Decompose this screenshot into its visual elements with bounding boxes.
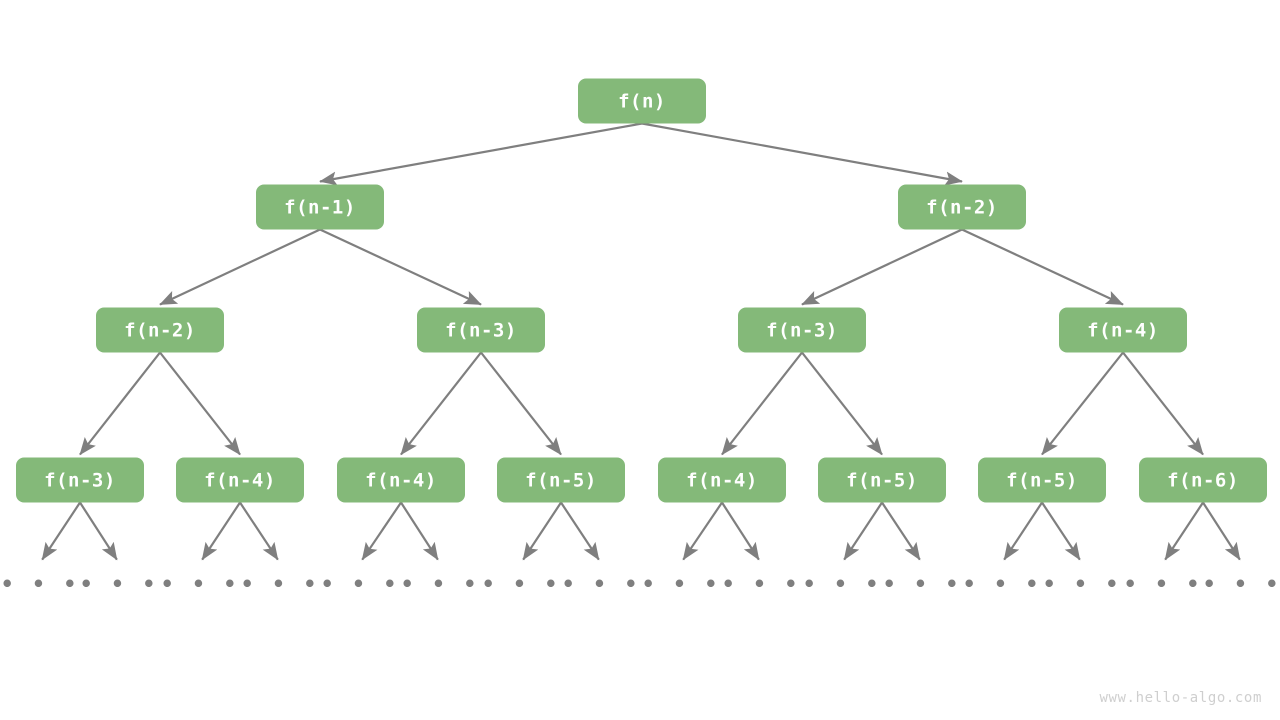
ellipsis-marker: • • • [482,572,560,596]
tree-node-box [176,457,304,503]
ellipsis-marker: • • • [80,572,158,596]
tree-node-label: f(n) [618,91,666,113]
tree-node-box [738,307,866,353]
tree-node[interactable]: f(n-6) [1139,457,1267,503]
edges-layer [79,122,1204,456]
tree-edge-to-ellipsis [682,501,723,561]
tree-edge [480,351,562,456]
tree-edge [721,351,803,456]
tree-node[interactable]: f(n-3) [417,307,545,353]
ellipsis-marker: • • • [241,572,319,596]
tree-edge-to-ellipsis [79,501,118,561]
tree-edge [400,351,482,456]
tree-node-label: f(n-1) [284,197,356,219]
tree-edge-to-ellipsis [239,501,279,561]
ellipsis-marker: • • • [883,572,961,596]
tree-node-label: f(n-5) [846,470,918,492]
tree-node-box [1139,457,1267,503]
tree-node-label: f(n-3) [445,320,517,342]
tree-edge [319,228,482,306]
ellipsis-marker: • • • [722,572,800,596]
tree-edge-to-ellipsis [400,501,439,561]
tree-node-label: f(n-4) [365,470,437,492]
ellipsis-layer: • • •• • •• • •• • •• • •• • •• • •• • •… [1,572,1280,596]
tree-node-label: f(n-6) [1167,470,1239,492]
tree-node-label: f(n-3) [766,320,838,342]
tree-node[interactable]: f(n) [578,78,706,124]
tree-edge [641,122,963,186]
tree-node[interactable]: f(n-3) [16,457,144,503]
ellipsis-marker: • • • [1,572,79,596]
tree-edge-to-ellipsis [1202,501,1241,561]
tree-node[interactable]: f(n-4) [176,457,304,503]
ellipsis-marker: • • • [963,572,1041,596]
ellipsis-marker: • • • [562,572,640,596]
tree-node-box [497,457,625,503]
nodes-layer: f(n) f(n-1) f(n-2) f(n-2) f(n-3) f(n-3) f(n-4)… [16,78,1267,503]
tree-edge-to-ellipsis [1041,501,1081,561]
tree-edge [79,351,161,456]
tree-edge-to-ellipsis [361,501,402,561]
tree-node-box [898,184,1026,230]
tree-node-box [256,184,384,230]
ellipsis-marker: • • • [321,572,399,596]
tree-node-label: f(n-5) [1006,470,1078,492]
tree-node[interactable]: f(n-5) [818,457,946,503]
tree-node-label: f(n-4) [1087,320,1159,342]
tree-edge [319,122,643,186]
tree-node[interactable]: f(n-5) [497,457,625,503]
tree-node[interactable]: f(n-5) [978,457,1106,503]
tree-edge [1122,351,1204,456]
tree-node-label: f(n-4) [204,470,276,492]
ellipsis-marker: • • • [803,572,881,596]
ellipsis-marker: • • • [642,572,720,596]
tree-node[interactable]: f(n-4) [658,457,786,503]
tree-edge-to-ellipsis [41,501,81,561]
tree-edge [801,228,963,306]
tree-edge [159,228,321,306]
tree-node[interactable]: f(n-2) [96,307,224,353]
watermark: www.hello-algo.com [1099,690,1262,706]
tree-node-label: f(n-5) [525,470,597,492]
tree-node-box [16,457,144,503]
tree-node-label: f(n-3) [44,470,116,492]
tree-edge-to-ellipsis [201,501,241,561]
ellipsis-marker: • • • [1124,572,1202,596]
tree-edge-to-ellipsis [1003,501,1043,561]
tree-node-box [1059,307,1187,353]
tree-edge-to-ellipsis [522,501,562,561]
tree-node-box [578,78,706,124]
tree-node[interactable]: f(n-4) [337,457,465,503]
ellipsis-edges-layer [41,501,1241,561]
tree-node[interactable]: f(n-4) [1059,307,1187,353]
tree-edge-to-ellipsis [721,501,760,561]
tree-edge-to-ellipsis [843,501,883,561]
tree-node[interactable]: f(n-3) [738,307,866,353]
tree-node-box [337,457,465,503]
tree-node[interactable]: f(n-1) [256,184,384,230]
tree-node-box [978,457,1106,503]
ellipsis-marker: • • • [1043,572,1121,596]
tree-edge-to-ellipsis [881,501,921,561]
ellipsis-marker: • • • [161,572,239,596]
tree-node-box [417,307,545,353]
tree-node-label: f(n-4) [686,470,758,492]
tree-node-box [658,457,786,503]
ellipsis-marker: • • • [1203,572,1280,596]
tree-edge [159,351,241,456]
ellipsis-marker: • • • [401,572,479,596]
tree-edge-to-ellipsis [560,501,600,561]
tree-edge-to-ellipsis [1164,501,1204,561]
tree-edge [801,351,883,456]
tree-node[interactable]: f(n-2) [898,184,1026,230]
tree-edge [1041,351,1124,456]
tree-edge [961,228,1124,306]
tree-node-label: f(n-2) [124,320,196,342]
tree-node-label: f(n-2) [926,197,998,219]
tree-node-box [818,457,946,503]
tree-node-box [96,307,224,353]
